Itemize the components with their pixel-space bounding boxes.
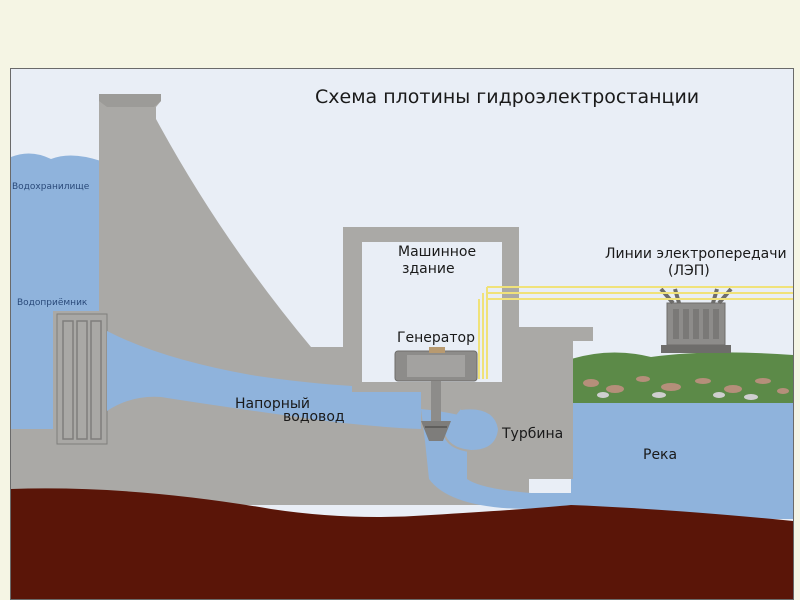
label-generator: Генератор <box>397 330 475 346</box>
ground <box>11 488 793 599</box>
diagram-canvas: Схема плотины гидроэлектростанции Водохр… <box>11 69 793 599</box>
label-powerhouse-1: Машинное <box>398 244 476 260</box>
turbine-shaft <box>431 381 441 421</box>
bank-stones-grey <box>597 392 758 400</box>
penstock-water <box>107 331 421 429</box>
diagram-title: Схема плотины гидроэлектростанции <box>315 86 699 108</box>
label-river: Река <box>643 447 677 463</box>
label-penstock-1: Напорный <box>235 396 310 412</box>
hydro-dam-diagram: Схема плотины гидроэлектростанции Водохр… <box>10 68 794 600</box>
label-penstock-2: водовод <box>283 409 345 425</box>
turbine-spiral <box>442 407 501 453</box>
label-powerhouse-2: здание <box>402 261 455 277</box>
generator <box>394 347 478 382</box>
bank-stones <box>583 376 789 394</box>
dam-crest <box>99 94 161 107</box>
river-water <box>571 399 793 519</box>
turbine-runner <box>421 421 451 441</box>
label-reservoir: Водохранилище <box>12 182 90 192</box>
dam-body <box>11 94 593 505</box>
label-intake: Водоприёмник <box>17 298 88 308</box>
label-turbine: Турбина <box>501 426 563 442</box>
intake-screen <box>56 313 108 445</box>
transformer <box>659 287 733 353</box>
label-power-lines-2: (ЛЭП) <box>668 263 710 279</box>
label-power-lines-1: Линии электропередачи <box>605 246 787 262</box>
power-lines <box>478 286 793 379</box>
